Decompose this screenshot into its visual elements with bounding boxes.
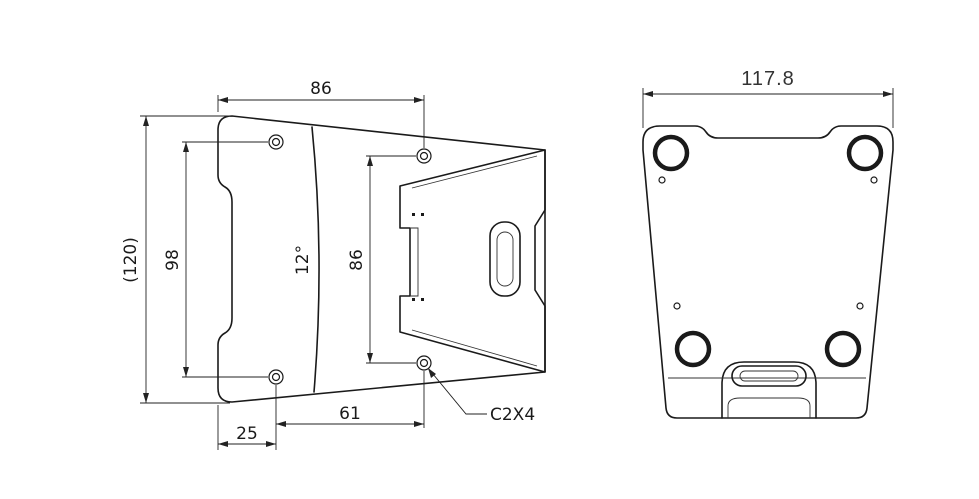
tray-slot-outer (489, 221, 521, 297)
hole-callout-label: C2X4 (490, 405, 535, 425)
dim-height-120: (120) (121, 115, 230, 404)
dim-top-86: 86 (217, 79, 425, 148)
dim-height-label: (120) (121, 237, 141, 283)
hole-callout: C2X4 (427, 367, 535, 425)
foot-top-right (846, 134, 884, 172)
dim-bottom-25: 25 (217, 405, 276, 450)
dim-hole-86: 86 (347, 155, 416, 364)
bend-line (311, 126, 320, 393)
right-view: 117.8 (642, 68, 894, 419)
tray-slot-inner (496, 231, 514, 287)
left-plate-outline (217, 115, 546, 403)
dim-bottom-25-label: 25 (236, 424, 258, 444)
tray-outline (399, 149, 546, 373)
dim-width-label: 117.8 (741, 68, 795, 90)
dim-hole-98-label: 98 (163, 249, 183, 271)
tray-inner-edge (410, 155, 538, 367)
hole-bottom-left (268, 369, 284, 385)
foot-bottom-right (824, 330, 862, 368)
dim-hole-86-label: 86 (347, 249, 367, 271)
foot-top-left (652, 134, 690, 172)
bottom-tab (721, 361, 817, 419)
dim-width-117-8: 117.8 (642, 68, 894, 128)
tab-slot-inner (739, 370, 799, 382)
left-view: 86 (120) 98 12° 86 (121, 79, 546, 450)
hole-bottom-right (416, 355, 432, 371)
small-holes (658, 176, 878, 310)
foot-bottom-left (674, 330, 712, 368)
hole-top-left (268, 134, 284, 150)
tray-dots (412, 213, 424, 301)
dim-top-label: 86 (310, 79, 332, 99)
dim-hole-98: 98 (163, 141, 268, 378)
dim-bottom-61: 61 (275, 371, 425, 450)
hole-top-right (416, 148, 432, 164)
bottom-tab-inner (727, 397, 811, 418)
dim-bottom-61-label: 61 (339, 404, 361, 424)
dim-angle-label: 12° (293, 245, 313, 275)
right-plate-outline (642, 125, 894, 419)
tab-slot-outer (731, 365, 807, 387)
